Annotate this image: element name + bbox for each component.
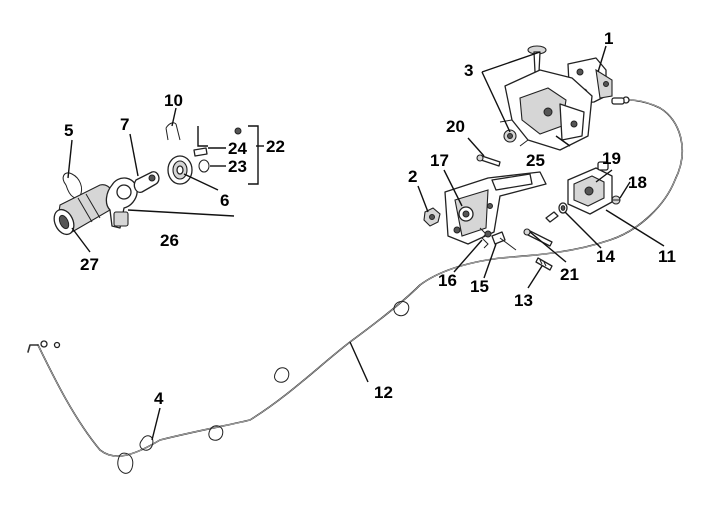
callout-13: 13	[514, 291, 533, 310]
callout-2: 2	[408, 167, 417, 186]
callout-7: 7	[120, 115, 129, 134]
actuator-19	[567, 161, 613, 215]
callout-15: 15	[470, 277, 489, 296]
latch-assembly-17	[444, 171, 547, 245]
callout-5: 5	[64, 121, 73, 140]
callout-16: 16	[438, 271, 457, 290]
cable-clip-4	[117, 300, 410, 474]
spring-16	[479, 227, 492, 249]
callout-24: 24	[228, 139, 247, 158]
bolt-15	[491, 231, 517, 251]
latch-mount-25	[499, 69, 593, 151]
leader-lines	[67, 45, 665, 441]
callout-14: 14	[596, 247, 615, 266]
callout-22: 22	[266, 137, 285, 156]
spring-clip-5	[62, 172, 83, 199]
o-ring-23	[198, 159, 210, 173]
lever-7	[133, 171, 160, 193]
lock-bracket-26	[105, 177, 138, 229]
retainer-ring-6	[167, 155, 193, 185]
callout-1: 1	[604, 29, 613, 48]
lock-barrel-27	[53, 184, 115, 236]
bolt-20	[476, 154, 501, 167]
callout-27: 27	[80, 255, 99, 274]
clip-10	[165, 122, 181, 141]
callout-26: 26	[160, 231, 179, 250]
callout-18: 18	[628, 173, 647, 192]
callout-25: 25	[526, 151, 545, 170]
cable-12	[27, 96, 683, 457]
pin-21	[523, 228, 553, 247]
callout-17: 17	[430, 151, 449, 170]
callout-6: 6	[220, 191, 229, 210]
callout-19: 19	[602, 149, 621, 168]
screw-18	[611, 195, 621, 205]
threaded-rod	[545, 211, 559, 223]
callout-10: 10	[164, 91, 183, 110]
callout-21: 21	[560, 265, 579, 284]
callout-labels: 1 3 25 20 19 18 17 2 11 14 21 16 15 13 1…	[64, 29, 676, 408]
nut-2	[423, 207, 441, 227]
stud-13	[535, 257, 553, 271]
callout-11: 11	[658, 247, 676, 266]
callout-4: 4	[154, 389, 164, 408]
callout-3: 3	[464, 61, 473, 80]
washer-14	[558, 202, 568, 214]
callout-20: 20	[446, 117, 465, 136]
pin-24	[193, 127, 242, 157]
callout-23: 23	[228, 157, 247, 176]
callout-12: 12	[374, 383, 393, 402]
